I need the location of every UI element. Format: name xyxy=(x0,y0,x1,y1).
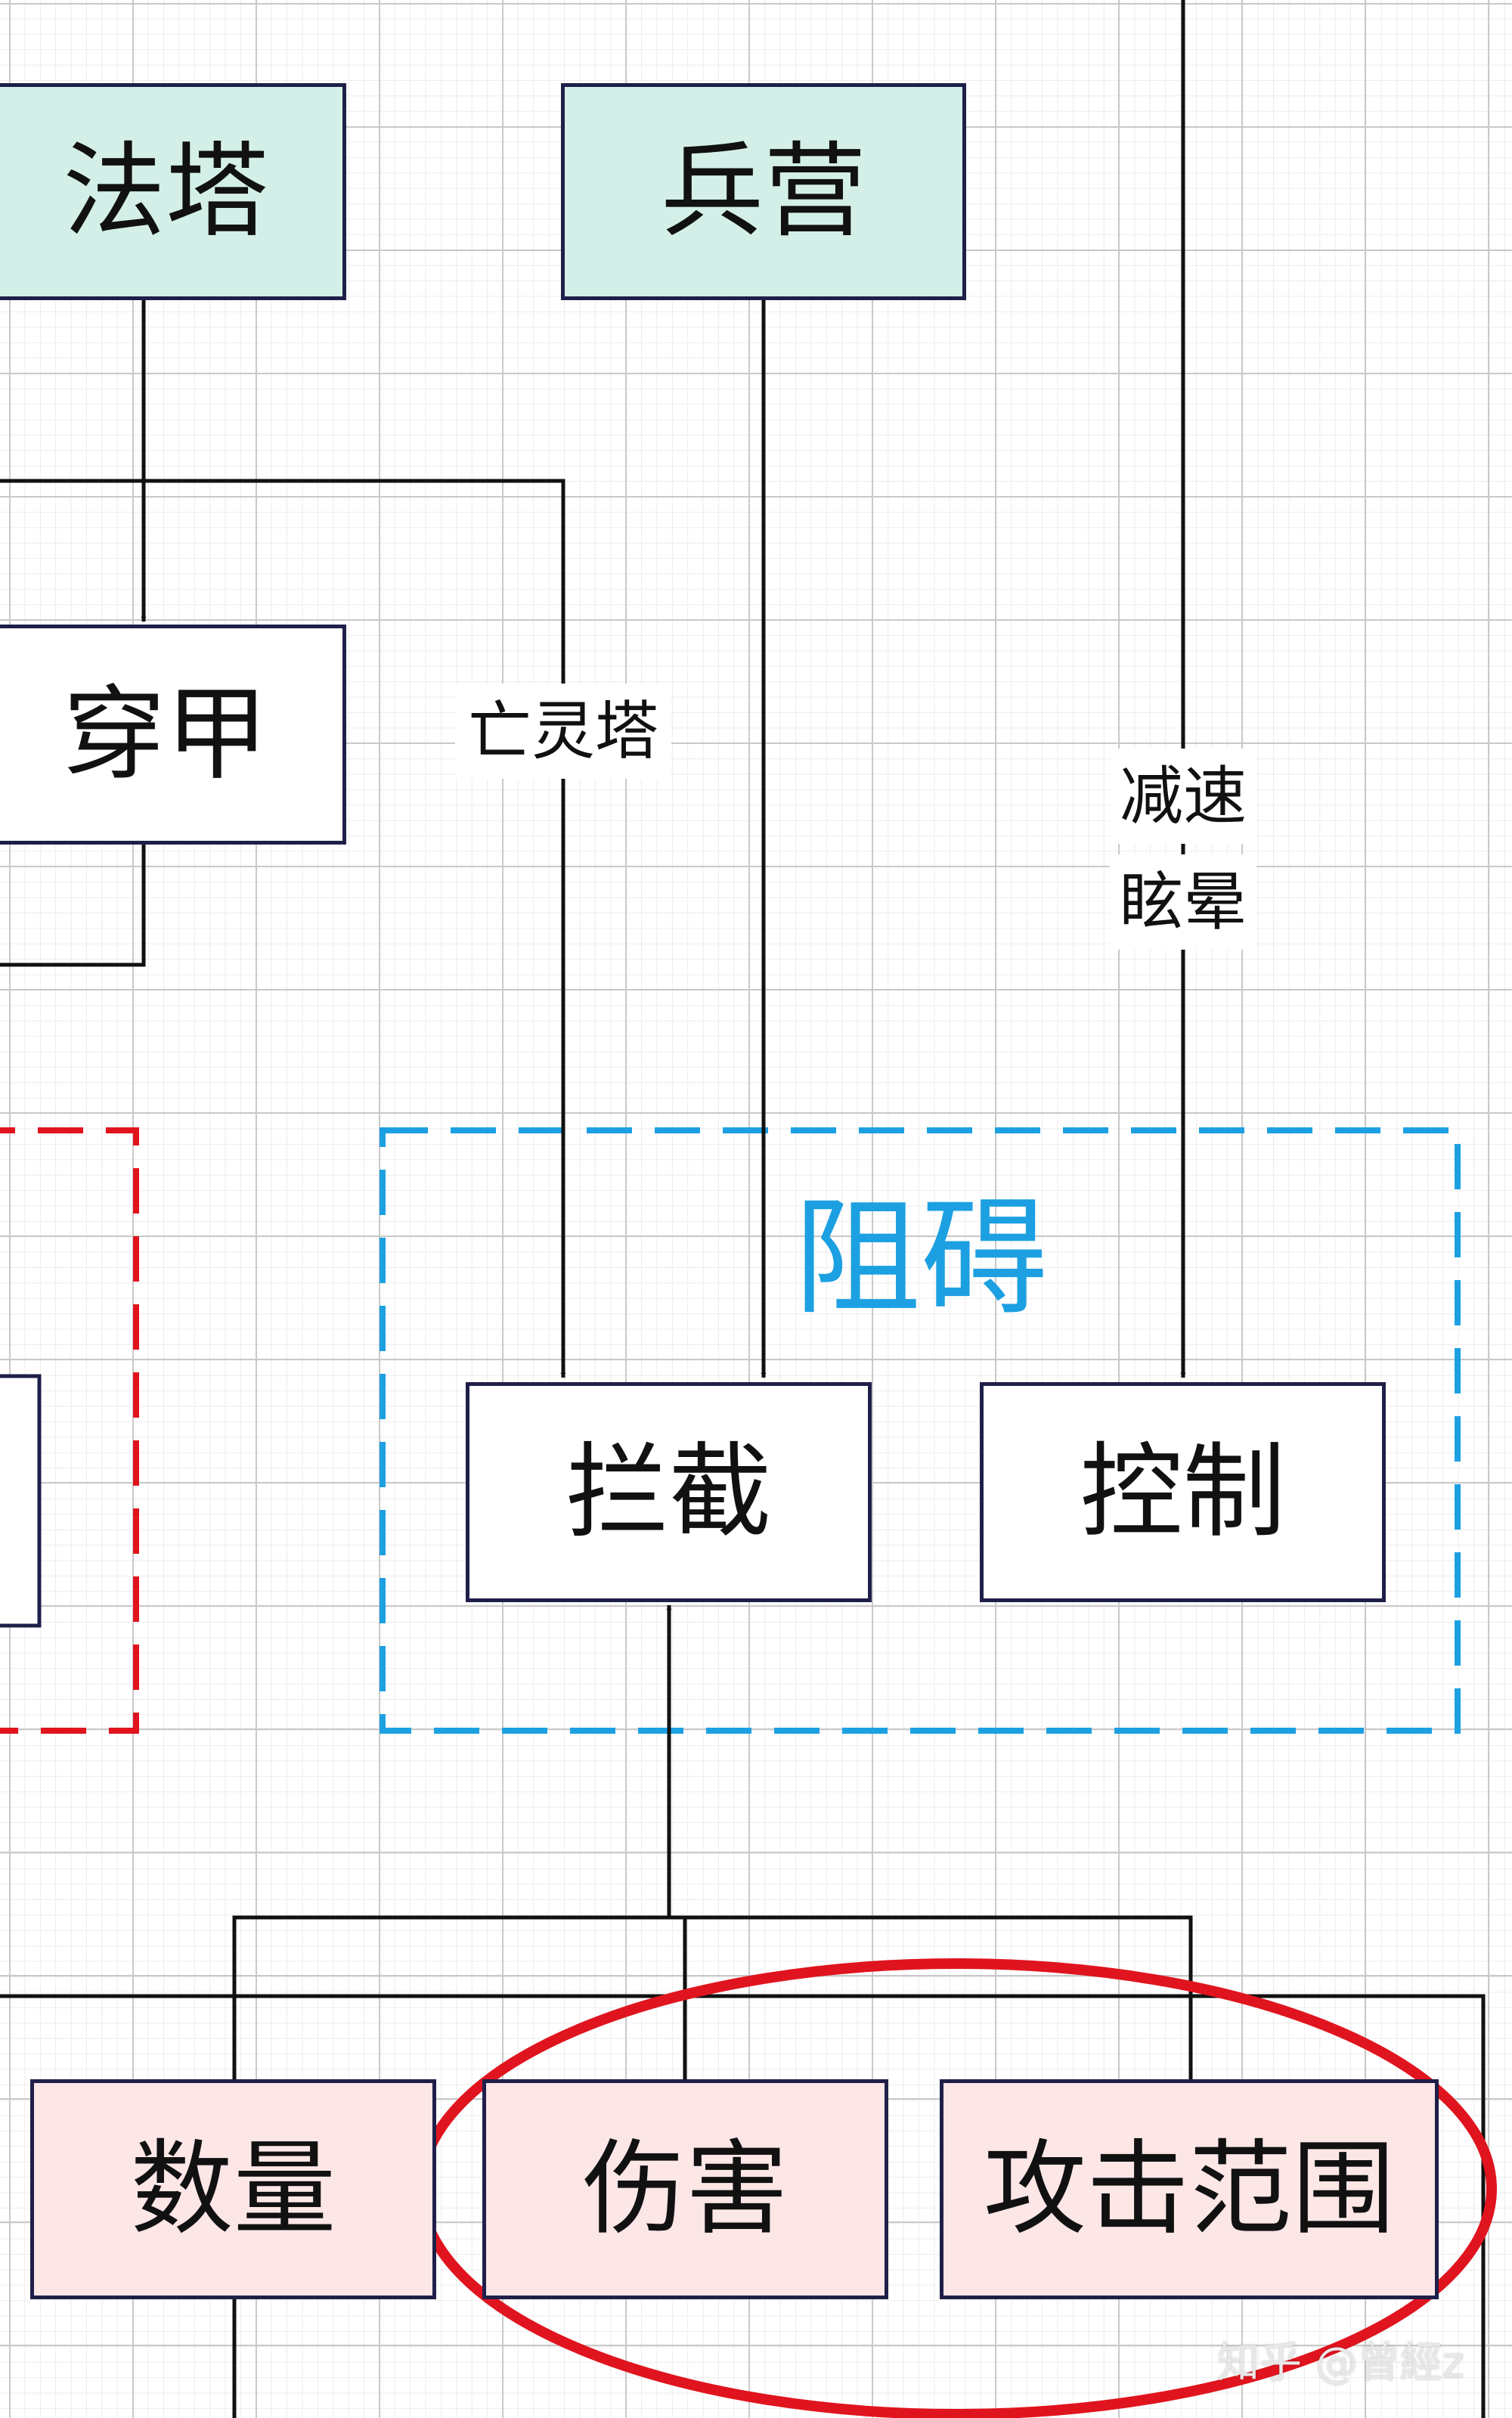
edge-label-wanglingta: 亡灵塔 xyxy=(455,684,671,779)
node-fata[interactable]: 法塔 xyxy=(0,83,346,300)
edge-label-jiansu: 减速 xyxy=(1110,749,1256,844)
group-frame-zuai xyxy=(380,1127,1461,1734)
node-chuanjia[interactable]: 穿甲 xyxy=(0,625,346,845)
node-gongjifanwei[interactable]: 攻击范围 xyxy=(940,2079,1439,2299)
partial-node-left xyxy=(0,1374,42,1628)
node-bingying[interactable]: 兵营 xyxy=(561,83,966,300)
watermark: 知乎 @曾經z xyxy=(1217,2339,1465,2388)
node-lanjie[interactable]: 拦截 xyxy=(466,1382,872,1602)
node-kongzhi[interactable]: 控制 xyxy=(980,1382,1386,1602)
edge-bottom-frame xyxy=(0,1994,1486,2418)
group-frame-red xyxy=(0,1127,139,1734)
edge-chuanjia-out xyxy=(0,845,146,967)
edge-merge-bus xyxy=(232,1915,1193,2079)
edge-left-wanglingta xyxy=(0,479,566,1378)
node-shanghai[interactable]: 伤害 xyxy=(482,2079,888,2299)
edge-label-xuanyun: 眩晕 xyxy=(1110,854,1256,950)
group-title-zuai: 阻碍 xyxy=(794,1184,1048,1332)
node-shuliang[interactable]: 数量 xyxy=(30,2079,436,2299)
